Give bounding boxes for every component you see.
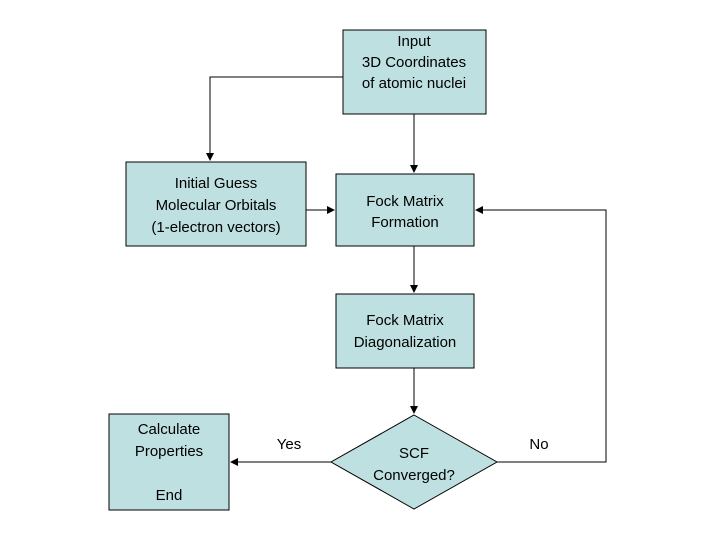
- label-line: [167, 465, 171, 482]
- connectors: [206, 76, 607, 466]
- label-line: Properties: [135, 443, 203, 460]
- node-input-label: Input 3D Coordinates of atomic nuclei: [362, 33, 466, 92]
- label-line: Initial Guess: [175, 175, 258, 192]
- node-input-box: [342, 29, 487, 115]
- edge-input-to-initial-guess: [206, 76, 343, 161]
- label-line: of atomic nuclei: [362, 75, 466, 92]
- node-fock-diagonalization-box: [335, 293, 475, 369]
- label-line: Converged?: [373, 467, 455, 484]
- label-line: SCF: [399, 445, 429, 462]
- label-line: 3D Coordinates: [362, 54, 466, 71]
- node-initial-guess-box: [125, 161, 307, 247]
- label-line: Diagonalization: [354, 334, 457, 351]
- label-line: Input: [397, 33, 431, 50]
- label-line: Calculate: [138, 421, 201, 438]
- edge-scf-no-loop-to-fock-formation: [475, 206, 607, 463]
- label-line: (1-electron vectors): [151, 219, 280, 236]
- node-calculate-properties-box: [108, 413, 230, 511]
- label-line: Molecular Orbitals: [156, 197, 277, 214]
- node-scf-converged: SCF Converged?: [329, 414, 499, 510]
- label-line: Formation: [371, 214, 439, 231]
- node-input: Input 3D Coordinates of atomic nuclei: [342, 29, 487, 115]
- label-line: Fock Matrix: [366, 193, 444, 210]
- label-line: End: [156, 487, 183, 504]
- edge-label-no: No: [529, 436, 548, 453]
- edge-label-yes: Yes: [277, 436, 301, 453]
- node-scf-converged-diamond: [329, 414, 499, 510]
- node-fock-formation-box: [335, 173, 475, 247]
- label-line: Fock Matrix: [366, 312, 444, 329]
- node-scf-converged-label: SCF Converged?: [373, 445, 455, 484]
